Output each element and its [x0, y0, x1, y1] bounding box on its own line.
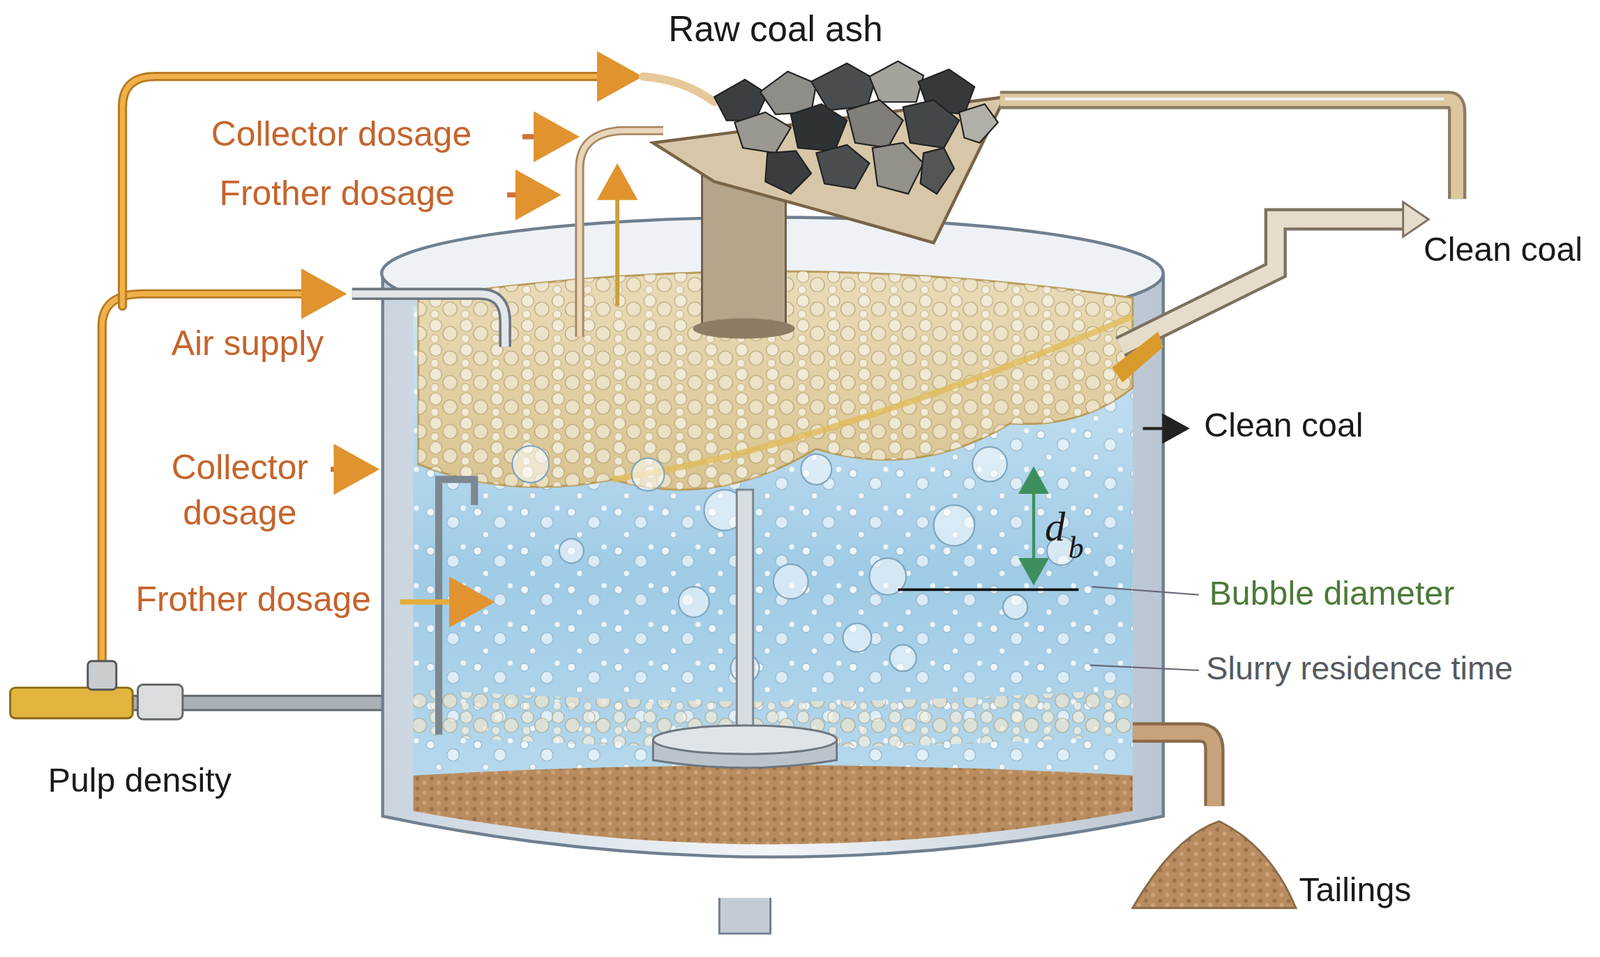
reagent-label: Frother dosage [136, 579, 372, 620]
reagent-pipe [579, 130, 664, 337]
title-label: Raw coal ash [668, 8, 883, 50]
output-label: Clean coal [1203, 405, 1363, 445]
parameter-label: Slurry residence time [1205, 650, 1513, 688]
pulp-valve [10, 661, 404, 720]
reagent-pipe-inner [579, 130, 664, 337]
parameter-label: Pulp density [48, 760, 232, 800]
overflow-lip [1112, 331, 1164, 383]
reagent-label: Collector dosage [142, 444, 337, 535]
parameter-label: Bubble diameter [1209, 574, 1455, 614]
reagent-label: Frother dosage [219, 173, 455, 214]
tailings-pipe [1132, 732, 1215, 806]
coal-rocks [714, 61, 999, 194]
output-label: Clean coal [1423, 230, 1583, 270]
reagent-label: Collector dosage [211, 114, 472, 155]
symbol-subscript: b [1068, 530, 1084, 566]
tailings-pile [1132, 820, 1296, 908]
clean-coal-launder-inner [1120, 219, 1409, 347]
air-inlet-pipe [352, 293, 505, 347]
clean-coal-arrow [1143, 426, 1185, 430]
output-label: Tailings [1298, 870, 1411, 909]
large-bubbles [511, 445, 1076, 683]
reagent-label: Air supply [171, 323, 324, 364]
impeller [652, 489, 837, 768]
leader-line [1091, 586, 1199, 595]
symbol-label: d [1044, 504, 1066, 552]
up-arrow [615, 171, 620, 307]
leader-line [1089, 665, 1199, 671]
frother-pipe [438, 479, 475, 735]
leader-line [897, 588, 1079, 592]
tank [381, 217, 1164, 934]
clean-coal-launder [1120, 219, 1409, 347]
dimension-arrow [1032, 469, 1036, 580]
tailings-pipe-inner [1132, 732, 1215, 806]
air-inlet-pipe-inner [352, 293, 505, 347]
